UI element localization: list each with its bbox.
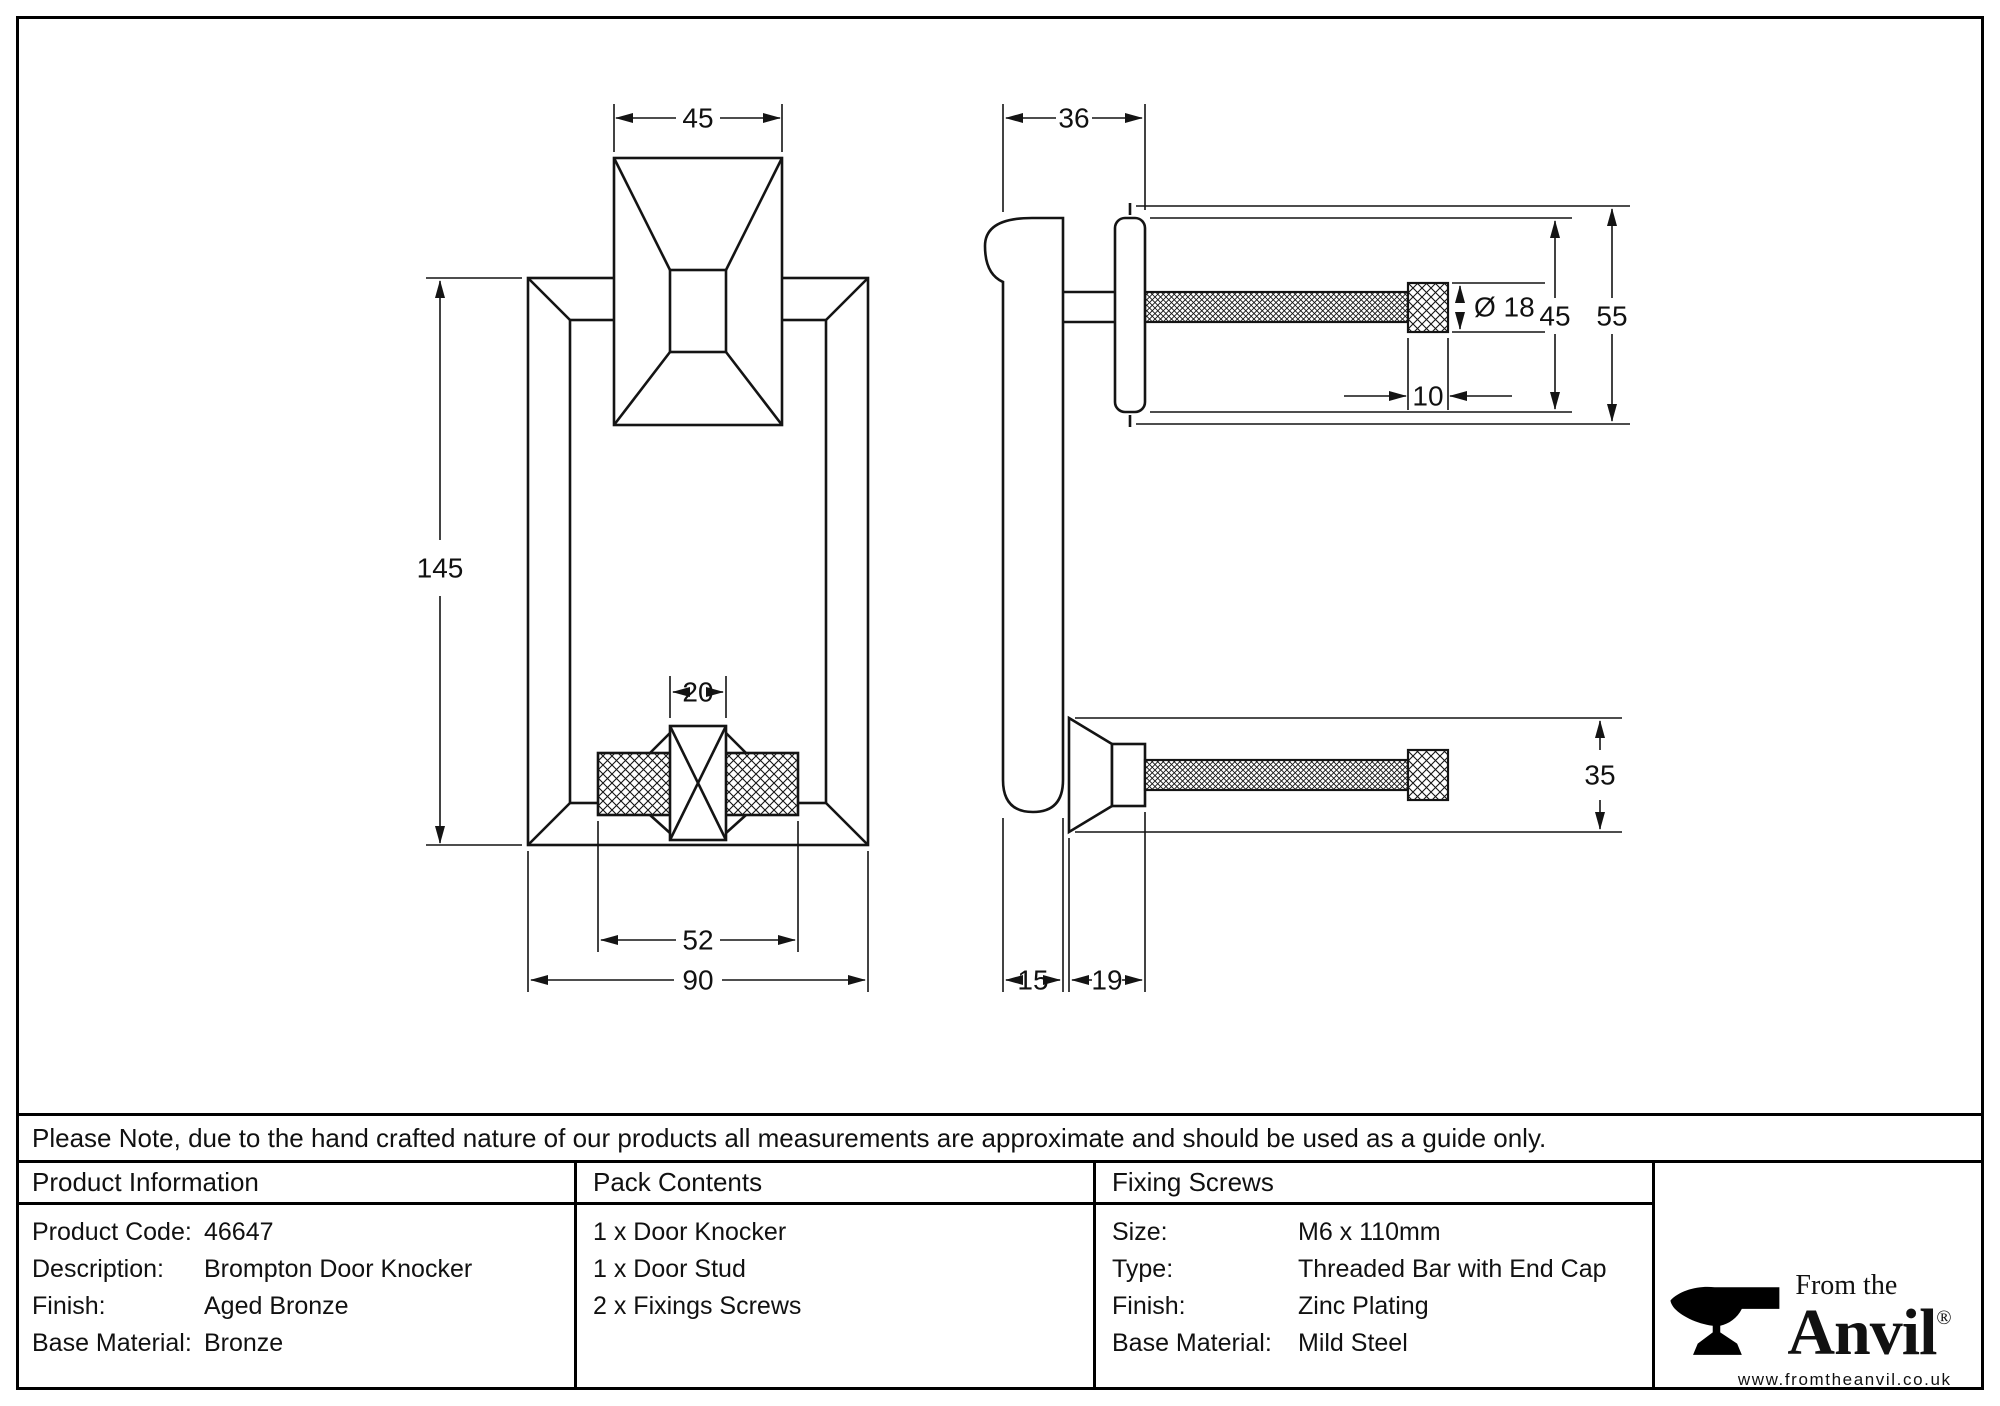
dim-stud-width: 20 xyxy=(669,676,727,718)
row-label: Finish: xyxy=(1112,1292,1186,1320)
knocker-arm-profile xyxy=(983,216,1065,814)
dim-label-10: 10 xyxy=(1412,381,1443,412)
table-row: Base Material: Bronze xyxy=(32,1329,558,1358)
row-label: Finish: xyxy=(32,1292,106,1320)
front-view: 45 145 20 52 xyxy=(417,103,870,996)
table-row: Product Code: 46647 xyxy=(32,1218,558,1247)
threaded-bar-bottom xyxy=(1143,758,1410,792)
dim-label-145: 145 xyxy=(417,553,464,584)
dim-label-20: 20 xyxy=(682,677,713,708)
dim-label-35: 35 xyxy=(1584,760,1615,791)
row-label: Type: xyxy=(1112,1255,1174,1283)
row-label: Description: xyxy=(32,1255,164,1283)
row-value: Threaded Bar with End Cap xyxy=(1298,1255,1607,1283)
anvil-logo: From the Anvil® www.fromtheanvil.co.uk xyxy=(1663,1270,1952,1390)
end-cap-bottom xyxy=(1406,748,1450,802)
product-information-header: Product Information xyxy=(16,1163,574,1205)
anvil-icon xyxy=(1670,1286,1780,1355)
dim-projection: 36 xyxy=(1002,103,1146,212)
dim-label-45-side: 45 xyxy=(1539,301,1570,332)
table-row: Base Material: Mild Steel xyxy=(1112,1329,1636,1358)
table-row: Type: Threaded Bar with End Cap xyxy=(1112,1255,1636,1284)
pack-item: 1 x Door Knocker xyxy=(593,1218,787,1246)
fixing-screws-column: Fixing Screws Size: M6 x 110mm Type: Thr… xyxy=(1096,1163,1655,1390)
spec-table: Product Information Product Code: 46647 … xyxy=(16,1163,1984,1390)
dim-knocker-height: 145 xyxy=(417,277,522,846)
row-label: Size: xyxy=(1112,1218,1168,1246)
fixing-screws-header: Fixing Screws xyxy=(1096,1163,1652,1205)
table-row: Finish: Zinc Plating xyxy=(1112,1292,1636,1321)
pack-item: 1 x Door Stud xyxy=(593,1255,746,1283)
row-label: Base Material: xyxy=(1112,1329,1272,1357)
dim-label-52: 52 xyxy=(682,925,713,956)
row-label: Base Material: xyxy=(32,1329,192,1357)
hanger-bracket xyxy=(612,156,784,427)
row-value: Mild Steel xyxy=(1298,1329,1408,1357)
logo-name-text: Anvil xyxy=(1787,1296,1937,1370)
pack-contents-header: Pack Contents xyxy=(577,1163,1093,1205)
dim-knurl-width: 52 xyxy=(597,821,799,956)
dim-label-19: 19 xyxy=(1091,965,1122,996)
row-value: Zinc Plating xyxy=(1298,1292,1429,1320)
note-text: Please Note, due to the hand crafted nat… xyxy=(32,1122,1547,1153)
dim-label-diameter-18: Ø 18 xyxy=(1474,292,1535,323)
end-cap-top xyxy=(1406,281,1450,334)
side-view: 36 Ø 18 45 55 xyxy=(983,103,1630,996)
dim-overall-height: 55 xyxy=(1136,205,1630,425)
logo-cell: From the Anvil® www.fromtheanvil.co.uk xyxy=(1655,1163,1984,1390)
product-information-column: Product Information Product Code: 46647 … xyxy=(16,1163,577,1390)
row-value: Aged Bronze xyxy=(204,1292,349,1320)
row-value: M6 x 110mm xyxy=(1298,1218,1441,1246)
dim-label-36: 36 xyxy=(1058,103,1089,134)
dim-label-45-front: 45 xyxy=(682,103,713,134)
table-row: Description: Brompton Door Knocker xyxy=(32,1255,558,1284)
dim-label-90: 90 xyxy=(682,965,713,996)
logo-name: Anvil® xyxy=(1787,1300,1952,1366)
dim-rose-height: 45 xyxy=(1150,217,1572,413)
bottom-fixing-screw xyxy=(1143,748,1450,802)
technical-drawing: 45 145 20 52 xyxy=(417,103,1630,996)
dim-cap-length: 10 xyxy=(1344,338,1512,412)
table-row: Finish: Aged Bronze xyxy=(32,1292,558,1321)
registered-mark: ® xyxy=(1936,1307,1952,1330)
row-value: 46647 xyxy=(204,1218,274,1246)
dim-label-15: 15 xyxy=(1017,965,1048,996)
logo-tagline: From the xyxy=(1795,1270,1898,1302)
info-panel: Please Note, due to the hand crafted nat… xyxy=(16,1113,1984,1390)
row-value: Brompton Door Knocker xyxy=(204,1255,473,1283)
dim-arm-thickness: 15 xyxy=(1002,818,1064,996)
row-label: Product Code: xyxy=(32,1218,192,1246)
dim-plate-width: 90 xyxy=(527,851,869,996)
technical-drawing-area: 45 145 20 52 xyxy=(16,16,1984,1113)
pack-item: 2 x Fixings Screws xyxy=(593,1292,802,1320)
table-row: Size: M6 x 110mm xyxy=(1112,1218,1636,1247)
dim-cap-diameter: Ø 18 xyxy=(1452,282,1545,333)
door-stud-side xyxy=(1067,715,1147,835)
note-row: Please Note, due to the hand crafted nat… xyxy=(16,1113,1984,1163)
threaded-bar-top xyxy=(1143,290,1410,324)
logo-url: www.fromtheanvil.co.uk xyxy=(1737,1370,1952,1389)
dim-stud-projection: 19 xyxy=(1068,812,1146,996)
pack-contents-column: Pack Contents 1 x Door Knocker 1 x Door … xyxy=(577,1163,1096,1390)
row-value: Bronze xyxy=(204,1329,284,1357)
dim-stud-diameter: 35 xyxy=(1075,717,1622,833)
rose-plate xyxy=(1113,203,1147,427)
knurled-striker-bar xyxy=(596,724,800,842)
dim-hanger-width: 45 xyxy=(613,103,783,152)
top-fixing-screw xyxy=(1143,281,1450,334)
dim-label-55: 55 xyxy=(1596,301,1627,332)
